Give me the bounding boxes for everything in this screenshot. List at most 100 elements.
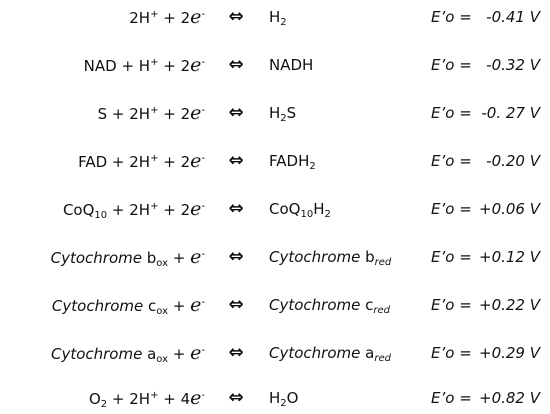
potential-label: E’o = bbox=[431, 344, 472, 362]
reactant-side: NAD + H+ + 2e- bbox=[84, 50, 205, 80]
superscript: + bbox=[150, 390, 159, 401]
potential-value: +0.29 V bbox=[479, 344, 540, 362]
formula-text: + bbox=[168, 249, 191, 267]
formula-text: S + 2H bbox=[97, 105, 151, 123]
superscript: - bbox=[201, 345, 205, 356]
potential-label: E’o = bbox=[431, 56, 472, 74]
potential-label: E’o = bbox=[431, 248, 472, 266]
formula-text: 2H bbox=[129, 9, 151, 27]
superscript: - bbox=[201, 297, 205, 308]
subscript: red bbox=[374, 257, 392, 268]
formula-text: c bbox=[143, 297, 157, 315]
double-arrow-icon: ⇔ bbox=[228, 54, 244, 75]
product-side: Cytochrome ared bbox=[269, 338, 391, 368]
italic-text: Cytochrome bbox=[269, 248, 361, 266]
subscript: 2 bbox=[280, 398, 287, 409]
formula-text: CoQ bbox=[62, 201, 95, 219]
italic-text: Cytochrome bbox=[269, 296, 361, 314]
double-arrow-icon: ⇔ bbox=[228, 246, 244, 267]
reactant-side: Cytochrome aox + e- bbox=[51, 338, 205, 368]
superscript: + bbox=[150, 105, 159, 116]
potential-value: -0.20 V bbox=[486, 152, 540, 170]
product-side: Cytochrome bred bbox=[269, 242, 391, 272]
formula-text: + 2 bbox=[158, 201, 191, 219]
electron-symbol: e bbox=[190, 387, 202, 409]
formula-text: b bbox=[360, 248, 375, 266]
formula-text: + 2 bbox=[158, 9, 191, 27]
formula-text: b bbox=[142, 249, 157, 267]
electron-symbol: e bbox=[190, 54, 202, 76]
product-side: FADH2 bbox=[269, 146, 316, 176]
formula-text: H bbox=[269, 8, 281, 26]
electron-symbol: e bbox=[190, 150, 202, 172]
subscript: 2 bbox=[280, 17, 287, 28]
formula-text: O bbox=[286, 389, 299, 407]
potential-value: +0.82 V bbox=[479, 389, 540, 407]
superscript: - bbox=[201, 105, 205, 116]
electron-symbol: e bbox=[190, 294, 202, 316]
italic-text: Cytochrome bbox=[50, 249, 142, 267]
formula-text: + bbox=[168, 297, 191, 315]
electron-symbol: e bbox=[190, 102, 202, 124]
formula-text: NADH bbox=[269, 56, 314, 74]
double-arrow-icon: ⇔ bbox=[228, 150, 244, 171]
formula-text: + bbox=[168, 345, 191, 363]
potential-label: E’o = bbox=[431, 8, 472, 26]
reaction-row: FAD + 2H+ + 2e- ⇔ FADH2 E’o = -0.20 V bbox=[0, 146, 550, 176]
reactant-side: Cytochrome box + e- bbox=[51, 242, 205, 272]
subscript: 2 bbox=[280, 113, 287, 124]
potential-label: E’o = bbox=[431, 152, 472, 170]
double-arrow-icon: ⇔ bbox=[228, 6, 244, 27]
superscript: + bbox=[150, 153, 159, 164]
product-side: CoQ10H2 bbox=[269, 194, 331, 224]
superscript: + bbox=[150, 201, 159, 212]
superscript: - bbox=[201, 390, 205, 401]
superscript: - bbox=[201, 153, 205, 164]
subscript: red bbox=[374, 353, 391, 364]
potential-value: +0.12 V bbox=[479, 248, 540, 266]
product-side: Cytochrome cred bbox=[269, 290, 390, 320]
reactant-side: S + 2H+ + 2e- bbox=[98, 98, 205, 128]
electron-symbol: e bbox=[190, 246, 202, 268]
product-side: H2 bbox=[269, 2, 287, 32]
formula-text: O bbox=[88, 390, 101, 408]
superscript: + bbox=[150, 57, 159, 68]
potential-label: E’o = bbox=[431, 104, 472, 122]
potential-label: E’o = bbox=[431, 296, 472, 314]
italic-text: Cytochrome bbox=[51, 297, 144, 315]
formula-text: + 2 bbox=[158, 153, 191, 171]
potential-value: -0.41 V bbox=[486, 8, 540, 26]
formula-text: a bbox=[360, 344, 375, 362]
formula-text: + 4 bbox=[158, 390, 191, 408]
electron-symbol: e bbox=[190, 198, 202, 220]
product-side: H2O bbox=[269, 383, 298, 413]
double-arrow-icon: ⇔ bbox=[228, 342, 244, 363]
superscript: - bbox=[201, 9, 205, 20]
superscript: - bbox=[201, 201, 205, 212]
subscript: 2 bbox=[309, 161, 316, 172]
subscript: 10 bbox=[94, 210, 108, 221]
formula-text: + 2H bbox=[107, 390, 151, 408]
subscript: ox bbox=[156, 354, 169, 365]
subscript: ox bbox=[156, 258, 169, 269]
formula-text: H bbox=[269, 104, 281, 122]
subscript: 2 bbox=[324, 209, 331, 220]
formula-text: S bbox=[286, 104, 297, 122]
reaction-row: O2 + 2H+ + 4e- ⇔ H2O E’o = +0.82 V bbox=[0, 383, 550, 413]
double-arrow-icon: ⇔ bbox=[228, 387, 244, 408]
reactant-side: O2 + 2H+ + 4e- bbox=[89, 383, 205, 413]
double-arrow-icon: ⇔ bbox=[228, 198, 244, 219]
reactant-side: 2H+ + 2e- bbox=[129, 2, 205, 32]
reaction-row: Cytochrome box + e- ⇔ Cytochrome bred E’… bbox=[0, 242, 550, 272]
reaction-row: 2H+ + 2e- ⇔ H2 E’o = -0.41 V bbox=[0, 2, 550, 32]
potential-value: +0.22 V bbox=[479, 296, 540, 314]
potential-value: -0. 27 V bbox=[481, 104, 540, 122]
reactant-side: FAD + 2H+ + 2e- bbox=[78, 146, 205, 176]
double-arrow-icon: ⇔ bbox=[228, 294, 244, 315]
reactant-side: CoQ10 + 2H+ + 2e- bbox=[63, 194, 205, 224]
formula-text: + 2 bbox=[158, 105, 191, 123]
potential-label: E’o = bbox=[431, 200, 472, 218]
potential-value: -0.32 V bbox=[486, 56, 540, 74]
formula-text: + 2 bbox=[158, 57, 191, 75]
superscript: + bbox=[150, 9, 159, 20]
